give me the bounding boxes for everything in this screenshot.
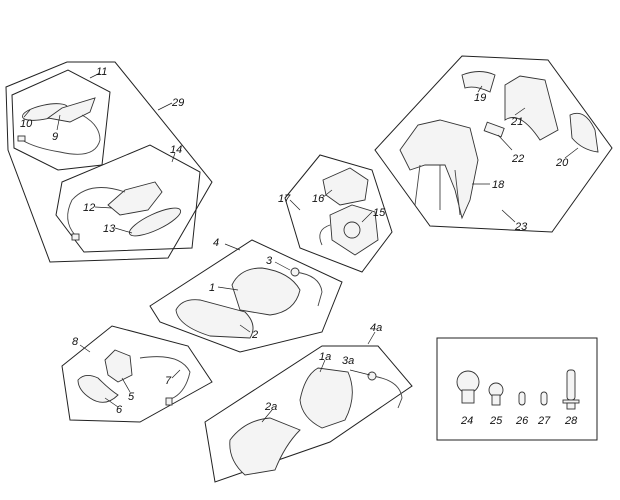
- label-20: 20: [555, 157, 569, 169]
- label-22: 22: [511, 153, 524, 165]
- bulbs-box: [436, 337, 598, 441]
- label-29: 29: [171, 97, 184, 109]
- label-18: 18: [492, 179, 505, 191]
- plate-part-22: [483, 121, 505, 138]
- label-8: 8: [72, 336, 79, 348]
- group-4-outline: [149, 239, 343, 353]
- socket-part-3: [290, 267, 300, 277]
- lens-part-2a: [229, 417, 301, 476]
- label-7: 7: [165, 375, 172, 387]
- label-19: 19: [474, 92, 486, 104]
- leader-lines: [23, 72, 579, 423]
- label-25: 25: [489, 415, 503, 427]
- label-9: 9: [52, 131, 58, 143]
- bulb-25: [488, 382, 504, 406]
- wire-group-14: [67, 187, 126, 236]
- connector-group-14: [71, 233, 80, 241]
- wire-group-11: [21, 114, 101, 155]
- label-3: 3: [266, 255, 273, 267]
- group-4a-outline: [204, 345, 413, 483]
- label-3a: 3a: [342, 355, 354, 367]
- wire-group-8: [139, 356, 191, 401]
- label-16: 16: [312, 193, 325, 205]
- label-2: 2: [251, 329, 258, 341]
- wire-group-17: [319, 224, 331, 246]
- lens-part-2: [175, 299, 254, 339]
- bulb-27: [540, 391, 548, 406]
- label-23: 23: [514, 221, 528, 233]
- label-27: 27: [537, 415, 551, 427]
- label-13: 13: [103, 223, 116, 235]
- bulb-24: [456, 370, 480, 404]
- lens-part-13: [128, 207, 182, 237]
- lamp-part-1a: [299, 367, 353, 429]
- group-29-outline: [5, 61, 213, 263]
- label-4: 4: [213, 237, 219, 249]
- lamp-part-12: [107, 181, 163, 216]
- label-15: 15: [373, 207, 386, 219]
- wire-group-4: [294, 271, 323, 307]
- label-2a: 2a: [264, 401, 277, 413]
- bulb-26: [518, 391, 526, 406]
- group-14-outline: [55, 144, 201, 253]
- label-1: 1: [209, 282, 215, 294]
- label-21: 21: [510, 116, 523, 128]
- bulb-socket-15: [343, 221, 361, 239]
- label-10: 10: [20, 118, 33, 130]
- lens-part-19: [461, 71, 496, 93]
- label-6: 6: [116, 404, 123, 416]
- label-4a: 4a: [370, 322, 382, 334]
- wire-group-4a: [371, 375, 403, 409]
- lens-part-20: [569, 112, 599, 153]
- label-17: 17: [278, 193, 291, 205]
- lamp-part-5: [104, 349, 133, 383]
- label-26: 26: [515, 415, 529, 427]
- wire-group-23: [414, 164, 461, 216]
- lens-part-6: [77, 375, 119, 403]
- connector-group-8: [165, 397, 173, 406]
- cover-part-21: [504, 75, 559, 141]
- label-5: 5: [128, 391, 135, 403]
- label-12: 12: [83, 202, 95, 214]
- socket-part-3a: [367, 371, 377, 381]
- group-23-outline: [374, 55, 613, 233]
- label-14: 14: [170, 144, 182, 156]
- group-17-outline: [284, 154, 393, 273]
- lens-part-16: [322, 167, 369, 206]
- label-28: 28: [564, 415, 578, 427]
- label-24: 24: [460, 415, 473, 427]
- headlight-part-1: [231, 267, 301, 316]
- taillight-assembly-18: [399, 119, 479, 220]
- bulb-28: [562, 369, 580, 410]
- group-8-outline: [61, 325, 213, 423]
- label-1a: 1a: [319, 351, 331, 363]
- label-11: 11: [96, 66, 107, 78]
- connector-group-11: [17, 135, 26, 142]
